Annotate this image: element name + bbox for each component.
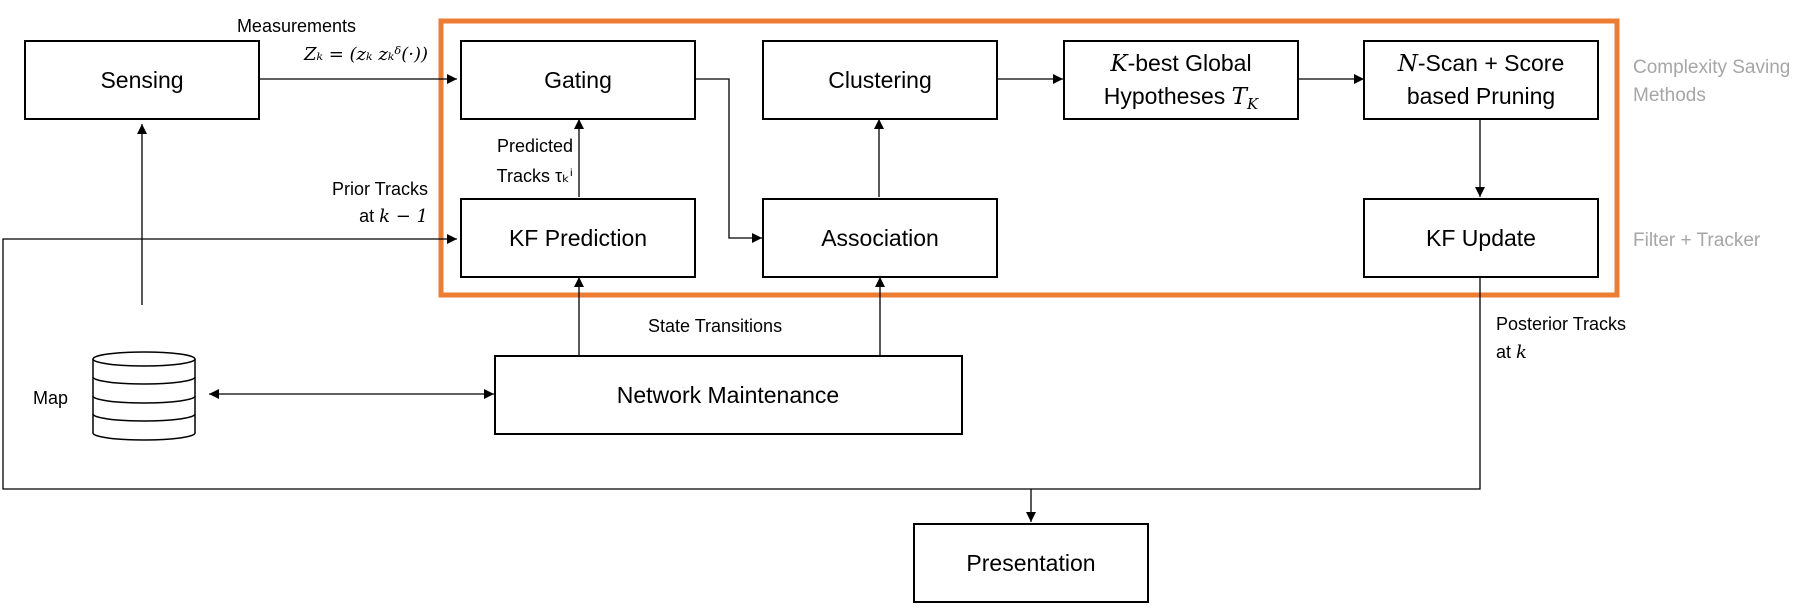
- n-scan-pruning-box: N-Scan + Score based Pruning: [1363, 40, 1599, 120]
- gating-to-association-arrow: [695, 78, 762, 243]
- measurements-label: Measurements: [237, 16, 356, 36]
- presentation-box: Presentation: [913, 523, 1149, 603]
- presentation-label: Presentation: [966, 550, 1095, 576]
- n-scan-label-line2: based Pruning: [1407, 83, 1555, 109]
- predicted-tracks-line1: Predicted: [497, 136, 573, 156]
- map-label: Map: [33, 388, 68, 408]
- kf-prediction-label: KF Prediction: [509, 225, 647, 251]
- posterior-tracks-line2: at k: [1496, 342, 1527, 363]
- measurements-formula: Zₖ = (zₖ zₖᵟ(·)): [303, 44, 428, 65]
- filter-tracker-label: Filter + Tracker: [1633, 230, 1761, 251]
- n-scan-label-line1: N-Scan + Score: [1397, 50, 1565, 77]
- prior-tracks-line1: Prior Tracks: [332, 179, 428, 199]
- sensing-label: Sensing: [100, 67, 183, 93]
- association-label: Association: [821, 225, 939, 251]
- sensing-box: Sensing: [24, 40, 260, 120]
- complexity-saving-line2: Methods: [1633, 85, 1706, 106]
- clustering-label: Clustering: [828, 67, 932, 93]
- k-best-hypotheses-box: K-best Global Hypotheses TK: [1063, 40, 1299, 120]
- gating-box: Gating: [460, 40, 696, 120]
- state-transitions-label: State Transitions: [648, 316, 782, 336]
- complexity-saving-line1: Complexity Saving: [1633, 57, 1790, 78]
- posterior-to-prior-feedback-arrow: [2, 234, 1481, 490]
- connectors: [2, 74, 1485, 522]
- kf-update-label: KF Update: [1426, 225, 1536, 251]
- gating-label: Gating: [544, 67, 612, 93]
- predicted-tracks-line2: Tracks τₖⁱ: [497, 166, 573, 186]
- kf-update-box: KF Update: [1363, 198, 1599, 278]
- database-icon: [92, 351, 196, 441]
- clustering-box: Clustering: [762, 40, 998, 120]
- prior-tracks-line2: at k − 1: [359, 206, 428, 227]
- k-best-label-line2: Hypotheses TK: [1104, 83, 1259, 113]
- association-box: Association: [762, 198, 998, 278]
- posterior-tracks-line1: Posterior Tracks: [1496, 314, 1626, 334]
- network-maintenance-box: Network Maintenance: [494, 355, 963, 435]
- kf-prediction-box: KF Prediction: [460, 198, 696, 278]
- network-maintenance-label: Network Maintenance: [617, 382, 839, 408]
- k-best-label-line1: K-best Global: [1109, 50, 1251, 77]
- complexity-filter-frame: [438, 18, 1620, 298]
